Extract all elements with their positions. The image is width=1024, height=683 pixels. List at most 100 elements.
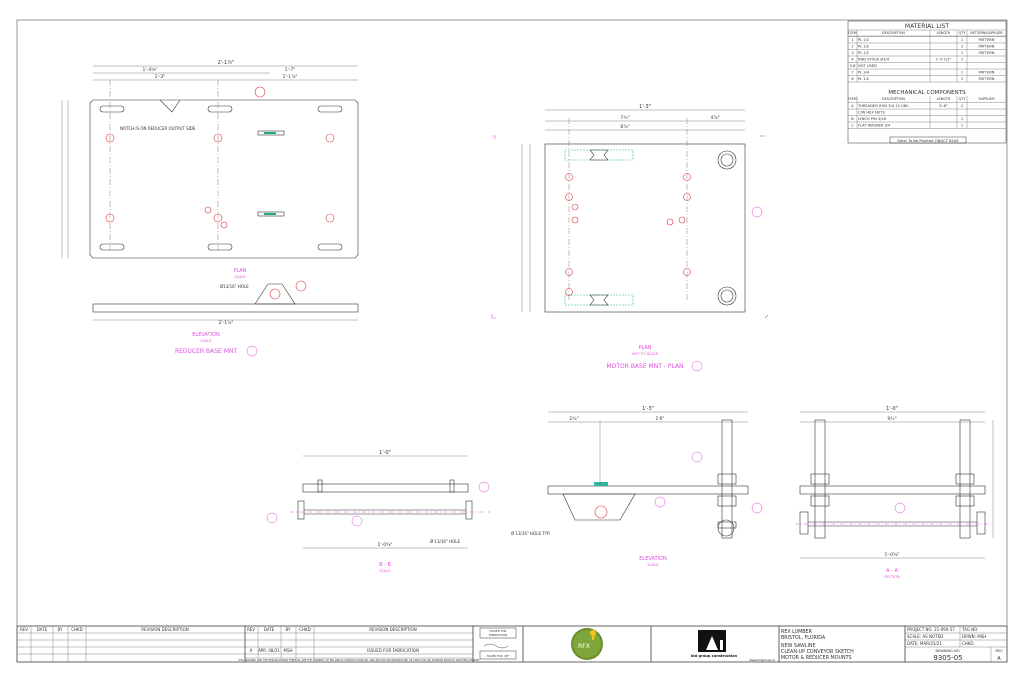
mech-cell: LYNCH PIN 3/16: [858, 117, 887, 121]
aa-scale: SECTION: [884, 575, 900, 579]
section-a-a: 1'-0" 9¾" 1'-0⅝" A - A SECTION: [795, 406, 994, 579]
material-cell: 1'-0 1/2": [936, 58, 952, 62]
material-cell: 3: [851, 51, 853, 55]
chkd2-header: CHKD: [299, 627, 311, 632]
location: BRISTOL, FLORIDA: [781, 635, 826, 641]
bolt-hole: [105, 133, 115, 143]
bb-scale: SCALE: [379, 569, 390, 573]
rev-label: REV: [995, 649, 1003, 653]
material-cell: 2: [961, 51, 963, 55]
material-cell: 2: [961, 77, 963, 81]
rev-row-desc: ISSUED FOR FABRICATION: [367, 648, 419, 653]
rev2-header: REV: [247, 627, 255, 632]
reducer-base-plan: 2'-1½" 1'-4⅝" 1'-7" 1'-3" 1'-1⅞" NOTCH I…: [61, 59, 359, 279]
material-cell: 7: [851, 71, 853, 75]
elev-dim-total: 1'-3": [642, 406, 654, 412]
reducer-base-elevation: Ø13/16" HOLE 2'-1½" ELEVATION SCALE REDU…: [92, 280, 359, 357]
reducer-elev-label: ELEVATION: [192, 332, 220, 338]
motor-dim-a: 7¾": [620, 115, 629, 121]
bb-dim-total: 1'-0": [379, 450, 391, 456]
elevation-plate: [92, 303, 359, 313]
rev-row-date: APR. 08/21: [258, 648, 280, 653]
elevation-label: ELEVATION: [639, 556, 667, 562]
hole-note-1: Ø13/16" HOLE: [220, 284, 249, 289]
by-header: BY: [58, 627, 64, 632]
rev-row-by: MSH: [284, 648, 293, 653]
desc-header: REVISION DESCRIPTION: [141, 627, 188, 632]
desc1: CLEAN-UP CONVEYOR SKETCH: [781, 649, 854, 655]
mech-cell: THREADED ROD 3/4-10 UNC: [857, 104, 909, 108]
rev-row-rev: A: [250, 648, 253, 653]
stamp-bottom: ISSUED FOR: 3/8": [487, 654, 510, 658]
material-cell: 2: [961, 58, 963, 62]
material-cell: PL 1/2: [858, 45, 869, 49]
mech-cell: C: [851, 124, 854, 128]
reducer-elev-scale: SCALE: [200, 339, 211, 343]
material-cell: 1: [961, 71, 963, 75]
mech-cell: FLAT WASHER 3/4: [858, 124, 891, 128]
mech-cell: 2: [961, 104, 963, 108]
elev-dim-b: 1'6": [655, 416, 664, 422]
material-header-4: PATTERN/SUPPLIER: [970, 31, 1003, 35]
client: REX LUMBER: [781, 629, 813, 635]
scale: SCALE: AS NOTED: [907, 634, 943, 639]
material-cell: PL 1/2: [858, 77, 869, 81]
material-cell: 1: [851, 38, 853, 42]
mech-cell: 1: [961, 117, 963, 121]
material-cell: PATTERN: [979, 51, 995, 55]
rev-value: A: [997, 656, 1001, 662]
material-cell: PATTERN: [979, 71, 995, 75]
mech-components-title: MECHANICAL COMPONENTS: [888, 90, 966, 96]
bid-url: www.bidgroup.ca: [749, 658, 775, 662]
material-cell: PATTERN: [979, 45, 995, 49]
bb-dim-bottom: 1'-0⅝": [377, 542, 392, 548]
material-cell: 4: [851, 58, 854, 62]
date2-header: DATE: [264, 627, 275, 632]
date: DATE: MAR/25/21: [907, 641, 942, 646]
slot: [207, 105, 233, 113]
tag-no: TAG NO.: [961, 627, 978, 632]
hole-note-2: Ø 13/16" HOLE TYP.: [511, 531, 550, 536]
material-cell: NOT USED: [858, 64, 877, 68]
motor-dim-total: 1'-3": [639, 104, 651, 110]
title-block: REV DATE BY CHKD REVISION DESCRIPTION RE…: [16, 625, 1008, 663]
dim-c: 1'-1⅞": [282, 74, 297, 80]
mech-header-1: DESCRIPTION: [882, 97, 905, 101]
dim-b: 1'-7": [285, 67, 296, 73]
chkd-header: CHKD: [71, 627, 83, 632]
mech-cell: C/W HEX NUTS: [858, 111, 886, 115]
mech-header-0: ITEM: [848, 97, 856, 101]
mech-header-3: QTY: [959, 97, 967, 101]
drawing-no: 9305-05: [933, 654, 962, 662]
material-cell: PL 1/2: [858, 51, 869, 55]
slot: [317, 105, 343, 113]
drawing-no-label: DRAWING NO.: [935, 649, 960, 653]
elev-dim-a: 2¾": [569, 416, 578, 422]
material-cell: PATTERN: [979, 38, 995, 42]
aa-label: A - A: [886, 568, 898, 574]
dim-d: 1'-3": [155, 74, 166, 80]
mech-cell: 0'-8": [939, 104, 948, 108]
reducer-title: REDUCER BASE MNT: [175, 348, 237, 355]
mech-cell: B: [851, 117, 854, 121]
motor-plan-label: PLAN: [638, 345, 651, 351]
motor-title: MOTOR BASE MNT - PLAN: [606, 363, 683, 370]
material-header-0: ITEM: [848, 31, 856, 35]
motor-dim-c: 8⅞": [620, 124, 629, 130]
material-cell: PATTERN: [979, 77, 995, 81]
by2-header: BY: [286, 627, 292, 632]
material-cell: 8: [851, 77, 854, 81]
reducer-plan-label: PLAN: [233, 268, 246, 274]
motor-plan-scale: NOT TO SCALE: [632, 352, 658, 356]
material-cell: 2: [851, 45, 853, 49]
slot: [207, 243, 233, 251]
material-cell: 5-6: [850, 64, 857, 68]
slot: [99, 243, 125, 251]
dim-total: 2'-1½": [218, 59, 235, 66]
material-list-title: MATERIAL LIST: [905, 23, 949, 30]
material-header-3: QTY: [959, 31, 967, 35]
drawn-by: DRWN: MSH: [962, 634, 986, 639]
aa-dim-mid: 9¾": [887, 416, 896, 422]
slot: [99, 105, 125, 113]
